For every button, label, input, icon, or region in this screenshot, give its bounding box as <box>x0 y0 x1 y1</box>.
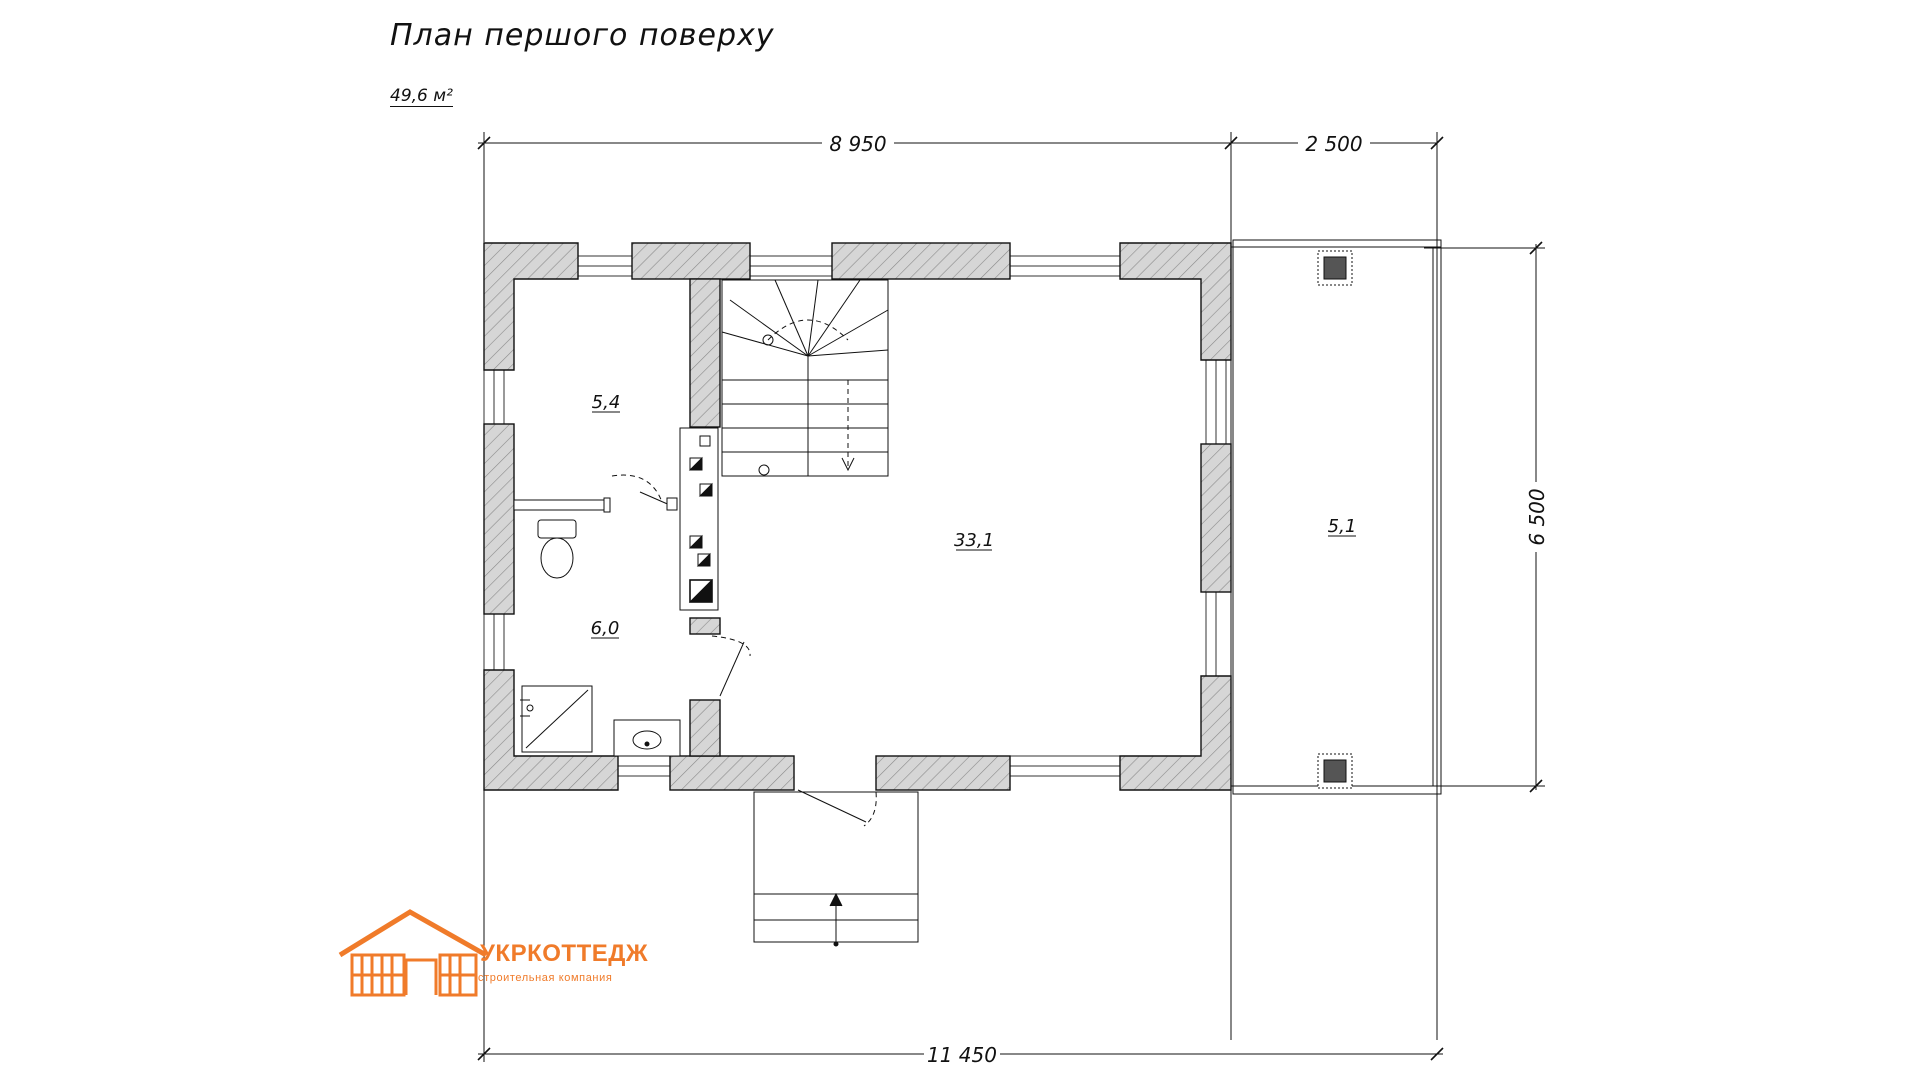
staircase <box>721 279 889 477</box>
dim-bottom-total: 11 450 <box>927 1043 997 1067</box>
dim-top-right: 2 500 <box>1305 132 1362 156</box>
bathroom-fixtures <box>513 474 751 757</box>
room-area-hall: 5,4 <box>592 392 621 413</box>
room-area-living: 33,1 <box>954 530 994 551</box>
entrance-porch <box>753 789 919 947</box>
terrace-pillars <box>1317 250 1353 789</box>
total-area-label: 49,6 м² <box>390 86 453 107</box>
plan-title: План першого поверху <box>390 18 775 53</box>
window-lines <box>483 255 1227 777</box>
walls <box>483 242 1232 791</box>
room-area-bathroom: 6,0 <box>591 618 620 639</box>
company-logo-mark <box>338 909 488 997</box>
company-logo-name: УКРКОТТЕДЖ <box>480 940 649 967</box>
dim-right-side: 6 500 <box>1525 488 1549 545</box>
chimney-block <box>679 427 719 611</box>
company-logo-tagline: строительная компания <box>478 972 613 984</box>
terrace <box>1231 239 1442 795</box>
dim-top-left: 8 950 <box>829 132 886 156</box>
room-area-terrace: 5,1 <box>1328 516 1357 537</box>
